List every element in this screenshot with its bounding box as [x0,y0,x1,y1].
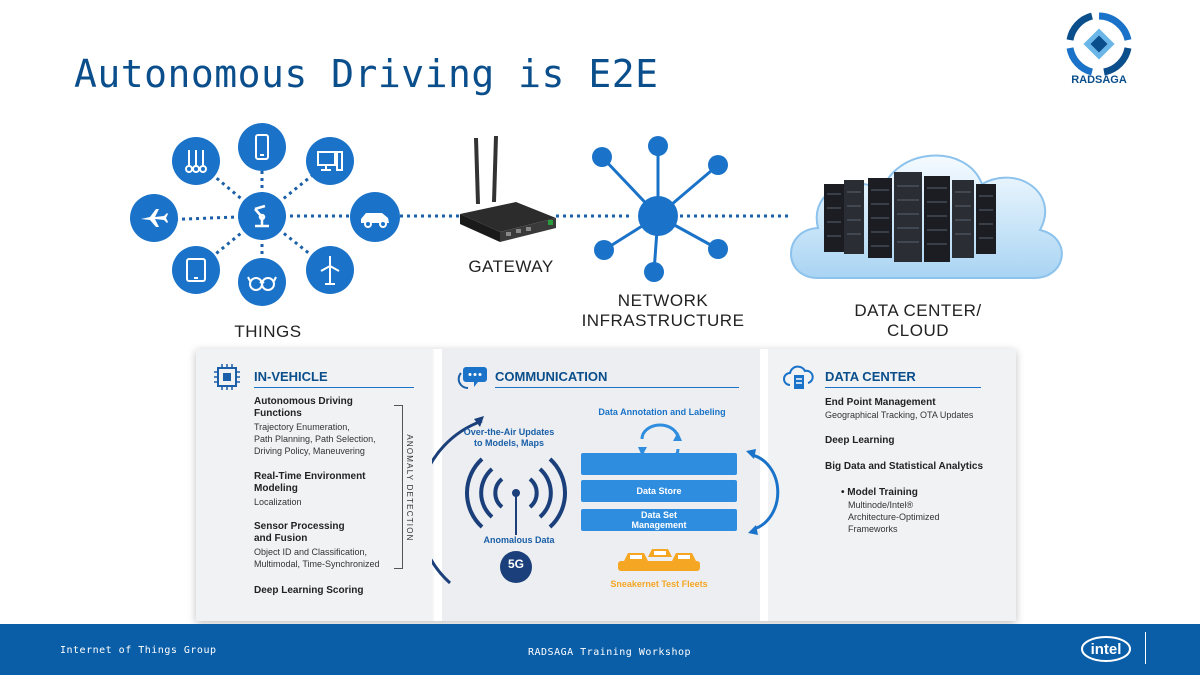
data-store-bar: Data Store [581,480,737,502]
item-autonomous-driving: Autonomous Driving Functions [254,396,353,420]
data-set-line: Management [631,520,687,530]
item-heading-line: Deep Learning Scoring [254,585,364,596]
data-center-title: DATA CENTER [825,369,916,384]
data-set-management-bar: Data Set Management [581,509,737,531]
item-detail-line: Path Planning, Path Selection, [254,434,376,444]
gateway-router-icon [460,135,556,242]
data-flow-arrows-icon [746,449,780,535]
item-detail-line: Object ID and Classification, [254,547,368,557]
item-sensor-processing: Sensor Processing and Fusion [254,521,345,545]
item-detail-line: Architecture-Optimized [848,512,940,522]
radsaga-logo [1066,12,1132,76]
thermometers-icon [172,137,220,185]
item-heading-line: Autonomous Driving [254,396,353,407]
anomalous-data-label: Anomalous Data [483,535,555,545]
item-heading-line: Modeling [254,483,298,494]
item-autonomous-driving-details: Trajectory Enumeration, Path Planning, P… [254,421,376,457]
footer-center-text: RADSAGA Training Workshop [528,647,692,658]
communication-title: COMMUNICATION [495,369,608,384]
item-detail-line: Driving Policy, Maneuvering [254,446,365,456]
item-big-data: Big Data and Statistical Analytics [825,461,984,472]
data-center-title-rule [825,387,981,388]
in-vehicle-title-rule [254,387,414,388]
annotation-label: Data Annotation and Labeling [598,407,726,417]
chat-bubble-icon [457,367,487,390]
model-training-heading: Model Training [847,487,918,498]
things-label: THINGS [234,322,302,341]
item-model-training: • Model Training [841,487,918,499]
ota-updates-line: Over-the-Air Updates [463,427,555,437]
item-heading-line: Functions [254,408,302,419]
desktop-computer-icon [306,137,354,185]
in-vehicle-title: IN-VEHICLE [254,369,328,384]
anomaly-detection-label: ANOMALY DETECTION [405,434,414,542]
gateway-label: GATEWAY [468,257,554,276]
anomaly-bracket [394,405,403,569]
wind-turbine-icon [306,246,354,294]
in-vehicle-column [196,349,432,621]
glasses-icon [238,258,286,306]
cloud-label-line2: CLOUD [886,321,949,340]
5g-badge: 5G [507,557,524,571]
column-separator [760,349,768,621]
item-environment-modeling-details: Localization [254,496,302,508]
chip-icon [214,364,240,390]
intel-logo-text: intel [1091,641,1122,658]
footer-divider [1145,632,1146,664]
radsaga-logo-text: RADSAGA [1071,74,1127,86]
data-center-column [768,349,1016,621]
item-endpoint-management: End Point Management [825,397,936,408]
item-deep-learning: Deep Learning [825,435,895,446]
ota-updates-label: Over-the-Air Updates to Models, Maps [458,427,560,449]
footer-bar [0,624,1200,675]
tablet-icon [172,246,220,294]
item-heading-line: Sensor Processing [254,521,345,532]
smartphone-icon [238,123,286,171]
data-set-line: Data Set [640,510,677,520]
bullet-dot: • [841,487,848,498]
communication-title-rule [495,387,739,388]
e2e-panel: IN-VEHICLE Autonomous Driving Functions … [196,349,1016,621]
data-bar-top [581,453,737,475]
item-endpoint-management-details: Geographical Tracking, OTA Updates [825,410,974,420]
car-icon [350,192,400,242]
item-deep-learning-scoring: Deep Learning Scoring [254,585,363,597]
cloud-server-icon [783,365,814,389]
item-heading-line: Real-Time Environment [254,471,366,482]
item-detail-line: Multinode/Intel® [848,500,914,510]
slide-title: Autonomous Driving is E2E [74,52,659,96]
network-label-line2: INFRASTRUCTURE [581,311,745,330]
test-fleet-cars-icon [618,549,700,571]
item-sensor-processing-details: Object ID and Classification, Multimodal… [254,546,380,570]
item-detail-line: Trajectory Enumeration, [254,422,350,432]
item-heading-line: and Fusion [254,533,308,544]
item-model-training-details: Multinode/Intel® Architecture-Optimized … [848,499,940,535]
intel-logo: intel [1081,636,1131,662]
column-separator [434,349,442,621]
signal-waves-icon [432,416,568,585]
sneakernet-label: Sneakernet Test Fleets [610,579,708,589]
item-detail-line: Localization [254,497,302,507]
cloud-label: DATA CENTER/ CLOUD [818,301,1018,341]
item-environment-modeling: Real-Time Environment Modeling [254,471,366,495]
footer-left-text: Internet of Things Group [60,645,217,656]
item-detail-line: Frameworks [848,524,898,534]
cloud-servers-icon [790,154,1063,280]
item-detail-line: Multimodal, Time-Synchronized [254,559,380,569]
network-label: NETWORK INFRASTRUCTURE [563,291,763,331]
network-label-line1: NETWORK [617,291,709,310]
ota-updates-line: to Models, Maps [473,438,544,448]
robot-arm-icon [238,192,286,240]
cloud-label-line1: DATA CENTER/ [854,301,982,320]
airplane-icon [130,194,178,242]
